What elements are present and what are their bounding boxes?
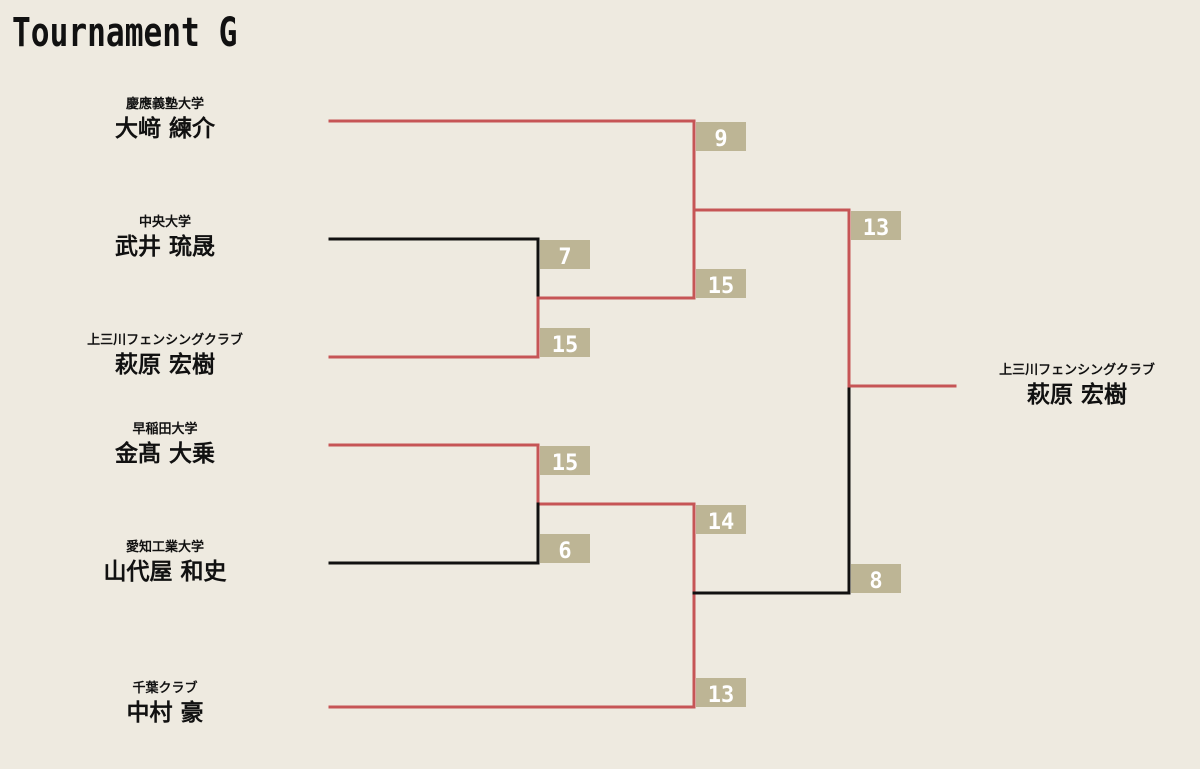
score-box: 6: [540, 534, 590, 564]
player-entry-3: 上三川フェンシングクラブ 萩原 宏樹: [5, 332, 325, 380]
score-box: 13: [696, 678, 746, 708]
score-value: 15: [552, 333, 579, 358]
bracket-line-player-2: [328, 237, 540, 300]
score-value: 7: [558, 245, 571, 270]
score-box: 14: [696, 505, 746, 535]
score-value: 15: [708, 274, 735, 299]
bracket-line-player-5: [328, 502, 540, 565]
player-name: 大﨑 練介: [114, 116, 215, 142]
player-club: 慶應義塾大学: [125, 97, 204, 112]
player-entry-6: 千葉クラブ 中村 豪: [5, 680, 325, 728]
player-entry-2: 中央大学 武井 琉晟: [5, 214, 325, 262]
score-box: 7: [540, 240, 590, 270]
player-name: 山代屋 和史: [103, 559, 227, 585]
champion-club: 上三川フェンシングクラブ: [999, 363, 1155, 378]
player-entry-4: 早稲田大学 金髙 大乗: [5, 421, 325, 469]
page-title: Tournament G: [12, 10, 238, 56]
player-club: 早稲田大学: [132, 422, 198, 437]
player-name: 武井 琉晟: [114, 234, 215, 260]
score-value: 9: [714, 127, 727, 152]
player-entry-5: 愛知工業大学 山代屋 和史: [5, 539, 325, 587]
champion-entry: 上三川フェンシングクラブ 萩原 宏樹: [917, 362, 1200, 410]
bracket-line-semifinal-1: [692, 208, 851, 388]
player-entry-1: 慶應義塾大学 大﨑 練介: [5, 96, 325, 144]
player-name: 金髙 大乗: [114, 441, 215, 467]
score-value: 15: [552, 451, 579, 476]
bracket-line-player-3: [328, 208, 696, 359]
score-box: 15: [540, 328, 590, 358]
score-value: 14: [708, 510, 735, 535]
score-box: 9: [696, 122, 746, 152]
score-value: 6: [558, 539, 571, 564]
score-value: 13: [708, 683, 735, 708]
bracket-line-player-6: [328, 591, 696, 709]
score-box: 15: [540, 446, 590, 476]
bracket-line-player-1: [328, 119, 696, 212]
score-box: 15: [696, 269, 746, 299]
score-box: 13: [851, 211, 901, 241]
bracket-line-semifinal-2: [692, 384, 851, 595]
score-value: 8: [869, 569, 882, 594]
champion-name: 萩原 宏樹: [1026, 382, 1127, 408]
player-club: 千葉クラブ: [132, 681, 198, 696]
player-name: 中村 豪: [126, 700, 204, 726]
player-name: 萩原 宏樹: [114, 352, 215, 378]
player-club: 中央大学: [138, 215, 191, 230]
player-club: 上三川フェンシングクラブ: [87, 333, 243, 348]
score-box: 8: [851, 564, 901, 594]
bracket-line-player-4: [328, 443, 696, 595]
score-value: 13: [863, 216, 890, 241]
player-club: 愛知工業大学: [125, 540, 204, 555]
